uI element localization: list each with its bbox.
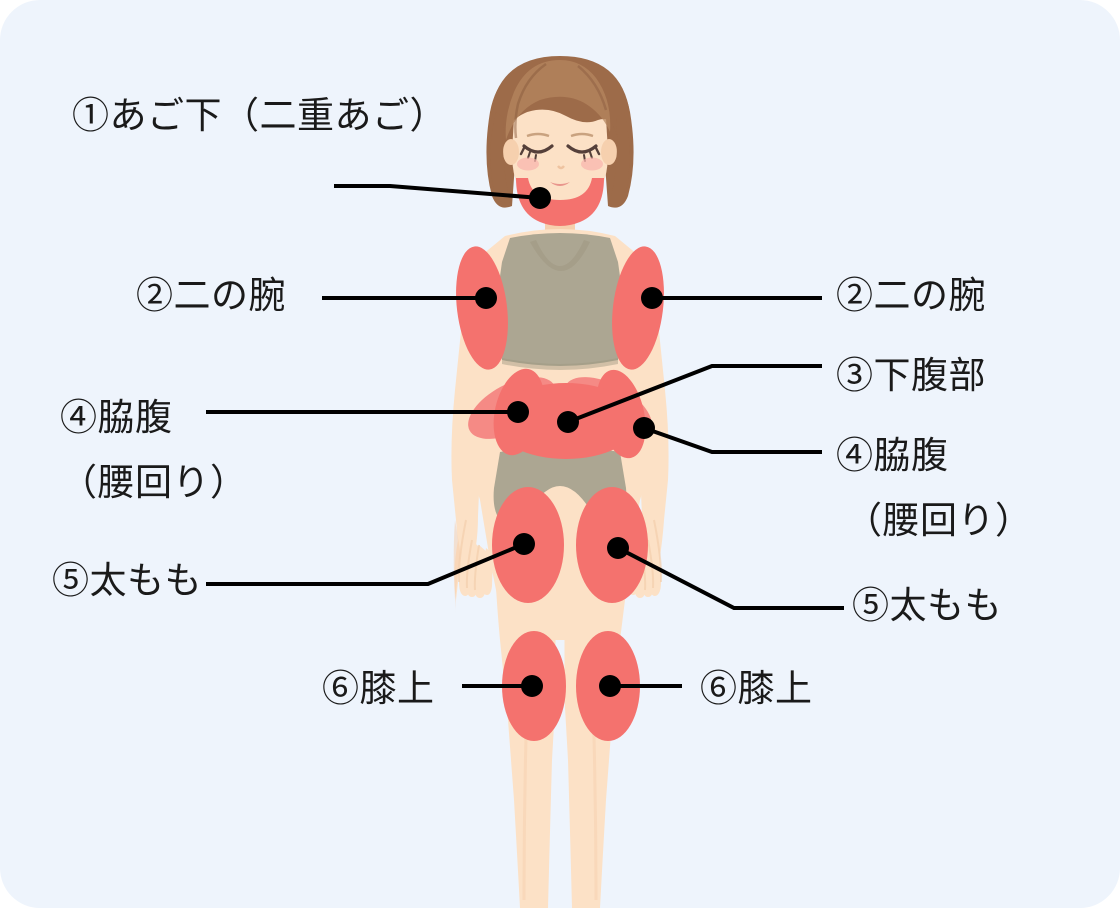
dot-above-knee-right [599, 675, 621, 697]
leader-5-left [206, 542, 525, 586]
ear-right [601, 139, 617, 165]
leader-dots [475, 187, 663, 697]
dot-above-knee-left [521, 675, 543, 697]
label-flank-right: ④脇腹 [836, 436, 949, 477]
eye-right-closed [566, 144, 598, 154]
ear-left [503, 139, 519, 165]
nose [557, 165, 565, 170]
dot-lower-abdomen [557, 411, 579, 433]
dot-flank-right [633, 417, 655, 439]
hair-highlight [505, 60, 611, 140]
dot-thigh-right [607, 537, 629, 559]
mouth [550, 182, 570, 186]
label-flank-left: ④脇腹 [60, 398, 173, 439]
label-under-chin: ①あご下（二重あご） [72, 96, 447, 137]
leader-5-right [617, 546, 844, 610]
label-upper-arm-right: ②二の腕 [836, 276, 986, 317]
cheek-left [517, 157, 539, 171]
label-above-knee-right: ⑥膝上 [700, 669, 813, 710]
eyebrow-right [570, 132, 594, 138]
eye-left-closed [522, 144, 554, 154]
label-thigh-left: ⑤太もも [52, 561, 202, 602]
eyebrow-left [526, 132, 550, 138]
dot-flank-left [507, 401, 529, 423]
label-lower-abdomen: ③下腹部 [836, 356, 986, 397]
dot-upper-arm-right [641, 287, 663, 309]
leader-3 [567, 364, 822, 424]
sports-bra-shape [497, 233, 623, 366]
label-flank-left-sub: （腰回り） [60, 463, 248, 504]
bra-neckline [530, 240, 590, 271]
leader-lines [206, 184, 844, 688]
leader-1 [334, 184, 541, 200]
leader-4-right [643, 426, 822, 454]
cheek-right [581, 157, 603, 171]
region-under-chin [516, 178, 604, 226]
label-upper-arm-left: ②二の腕 [136, 276, 286, 317]
head-illustration [486, 56, 634, 212]
region-upper-arm-right [612, 246, 664, 370]
label-above-knee-left: ⑥膝上 [322, 669, 435, 710]
dot-thigh-left [513, 533, 535, 555]
label-flank-right-sub: （腰回り） [845, 501, 1033, 542]
label-thigh-right: ⑤太もも [852, 586, 1002, 627]
dot-under-chin [529, 187, 551, 209]
dot-upper-arm-left [475, 287, 497, 309]
